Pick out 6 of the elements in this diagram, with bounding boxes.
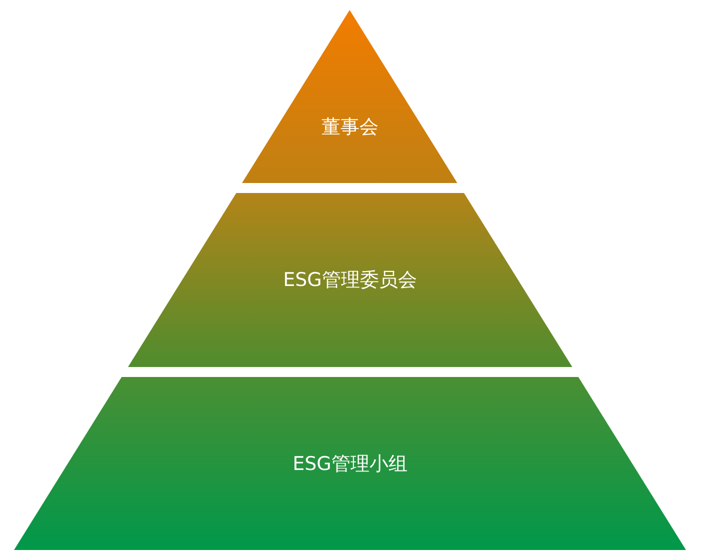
pyramid-tier (242, 10, 458, 183)
pyramid-tier (128, 193, 572, 367)
tier-label: ESG管理小组 (292, 452, 408, 476)
tier-label: ESG管理委员会 (283, 268, 417, 292)
pyramid-tier (14, 377, 686, 550)
tier-label: 董事会 (321, 115, 378, 139)
